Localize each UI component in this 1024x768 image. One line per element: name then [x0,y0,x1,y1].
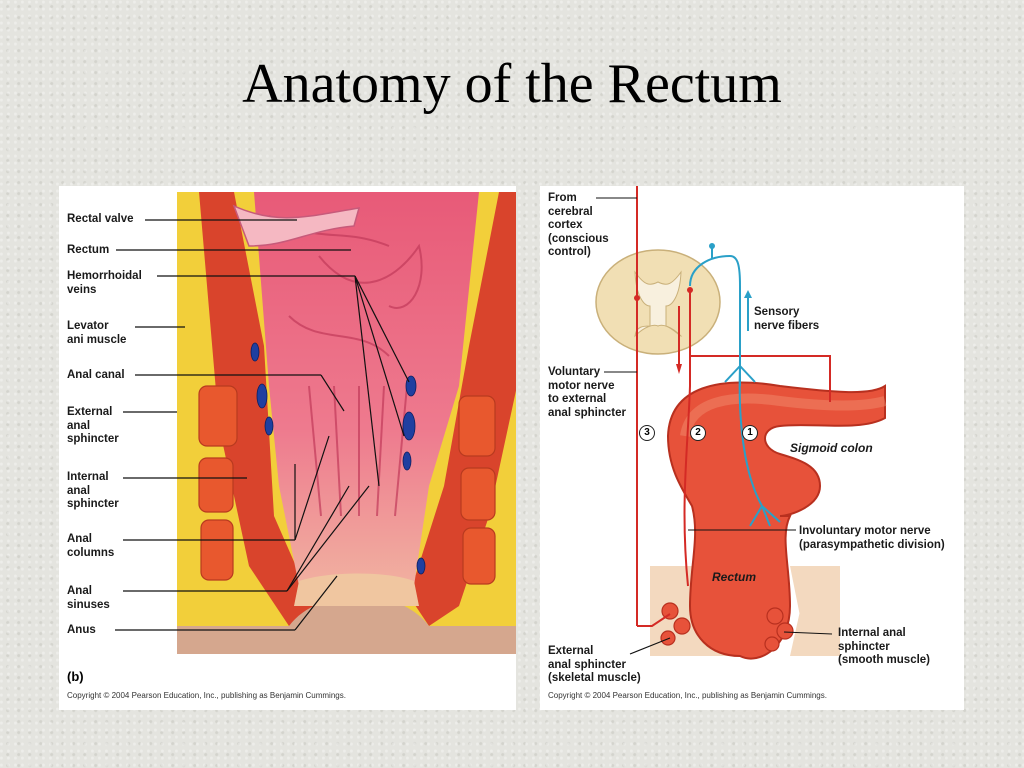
label-internal-anal-sphincter: Internal anal sphincter [67,471,119,510]
label-external-anal-sphincter: External anal sphincter (skeletal muscle… [548,645,641,684]
label-voluntary-motor-nerve: Voluntary motor nerve to external anal s… [548,366,626,419]
label-external-anal-sphincter: External anal sphincter [67,406,119,445]
label-rectum: Rectum [67,244,110,256]
pathway-number-1: 1 [742,425,758,441]
figure-part-label: (b) [67,669,84,684]
left-copyright: Copyright © 2004 Pearson Education, Inc.… [67,691,346,700]
right-copyright: Copyright © 2004 Pearson Education, Inc.… [548,691,827,700]
label-anal-sinuses: Anal sinuses [67,585,110,611]
defecation-reflex-illustration [595,186,887,660]
pathway-number-3: 3 [639,425,655,441]
pathway-number-2: 2 [690,425,706,441]
label-anal-canal: Anal canal [67,369,125,381]
label-rectal-valve: Rectal valve [67,213,134,225]
right-figure-panel: From cerebral cortex (conscious control)… [540,186,964,710]
label-internal-anal-sphincter: Internal anal sphincter (smooth muscle) [838,627,931,666]
label-anus: Anus [67,624,96,636]
label-levator-ani-muscle: Levator ani muscle [67,320,127,346]
label-rectum: Rectum [712,570,757,584]
label-anal-columns: Anal columns [67,533,115,559]
label-from-cerebral-cortex: From cerebral cortex (conscious control) [548,192,609,258]
left-figure-panel: Rectal valve Rectum Hemorrhoidal veins L… [59,186,516,710]
label-hemorrhoidal-veins: Hemorrhoidal veins [67,270,142,296]
label-sigmoid-colon: Sigmoid colon [790,441,873,455]
label-involuntary-motor-nerve: Involuntary motor nerve (parasympathetic… [799,525,945,551]
slide-title: Anatomy of the Rectum [242,53,782,115]
rectum-cross-section-illustration [115,192,516,654]
label-sensory-nerve-fibers: Sensory nerve fibers [754,306,820,332]
